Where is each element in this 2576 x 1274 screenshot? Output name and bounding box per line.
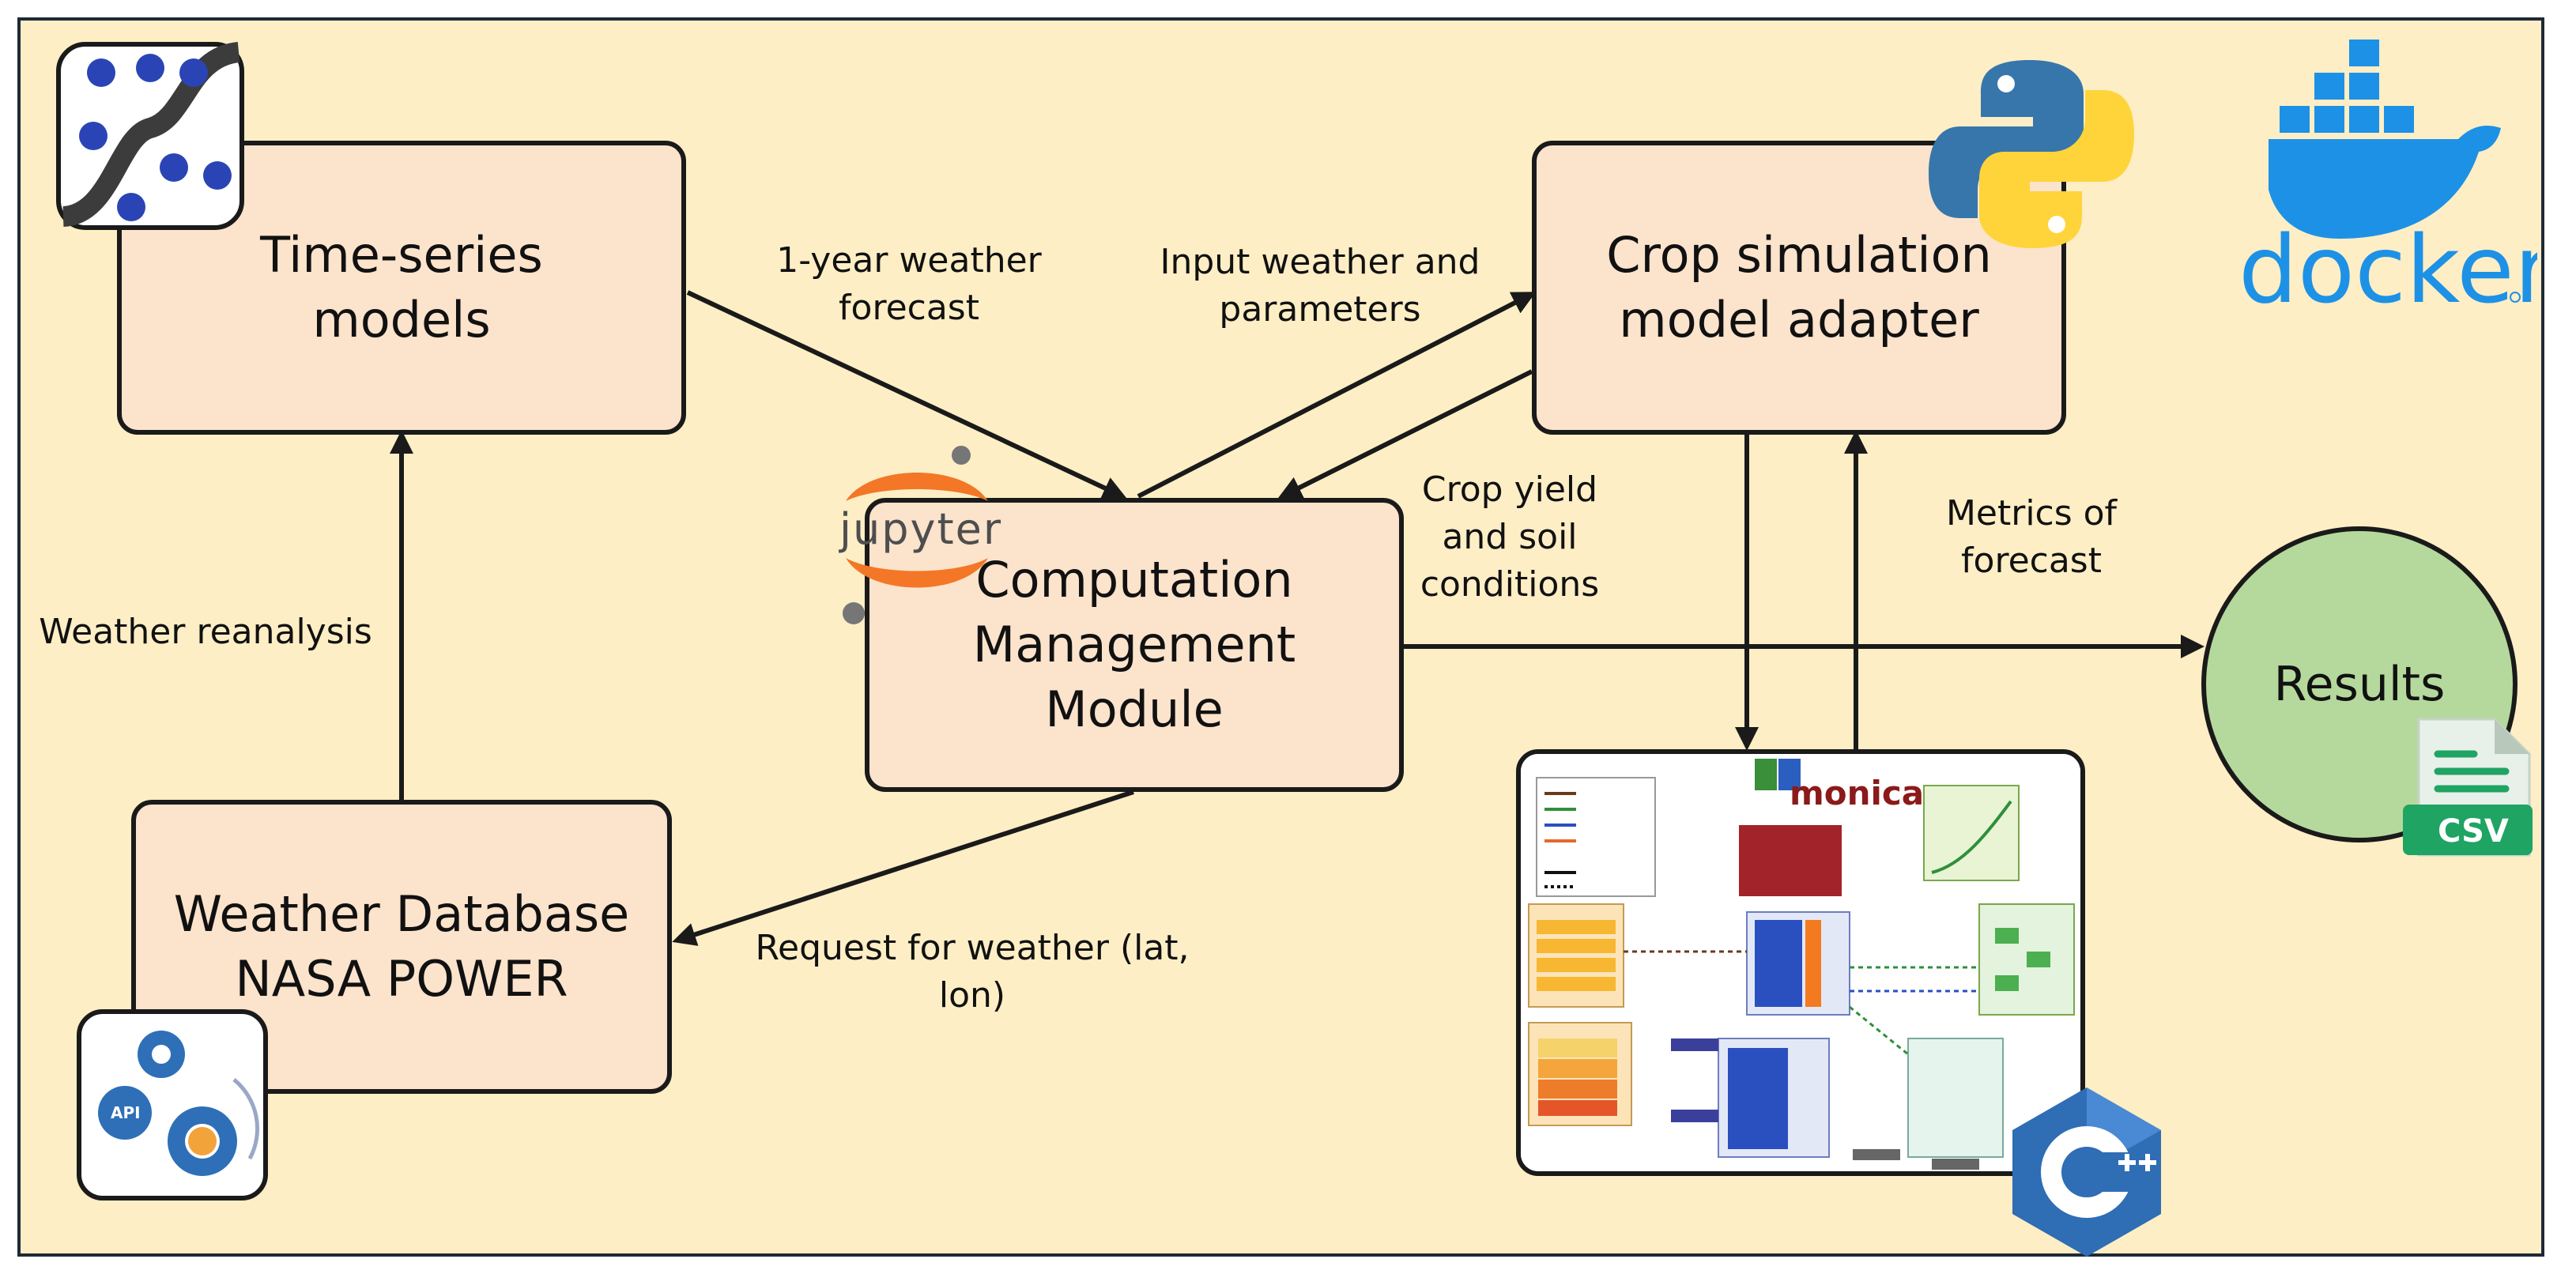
- api-text: API: [111, 1103, 141, 1122]
- docker-text: docker: [2238, 215, 2537, 316]
- input-weather-label: Input weather and parameters: [1160, 242, 1480, 330]
- docker-logo: docker: [2238, 40, 2537, 316]
- python-logo: [1929, 60, 2134, 248]
- api-gears-icon: API: [77, 1009, 268, 1200]
- jupyter-logo: jupyter: [839, 446, 1002, 624]
- csv-file-icon: CSV: [2403, 718, 2533, 857]
- monica-schematic: monica: [1521, 754, 2080, 1171]
- request-weather-label: Request for weather (lat, lon): [755, 928, 1190, 1016]
- cpp-logo: [2012, 1087, 2161, 1257]
- metrics-label: Metrics of forecast: [1945, 493, 2118, 581]
- csv-text: CSV: [2438, 813, 2509, 850]
- computation-management-module-box: Computation Management Module: [865, 498, 1404, 792]
- monica-model-diagram: monica: [1516, 749, 2085, 1176]
- weather-database-box: Weather Database NASA POWER: [131, 800, 672, 1094]
- time-series-icon: [56, 42, 244, 230]
- monica-text: monica: [1790, 774, 1924, 812]
- crop-yield-label: Crop yield and soil conditions: [1420, 469, 1600, 605]
- forecast-label: 1-year weather forecast: [776, 240, 1042, 328]
- weather-reanalysis-label: Weather reanalysis: [39, 612, 372, 652]
- jupyter-text: jupyter: [839, 504, 1002, 554]
